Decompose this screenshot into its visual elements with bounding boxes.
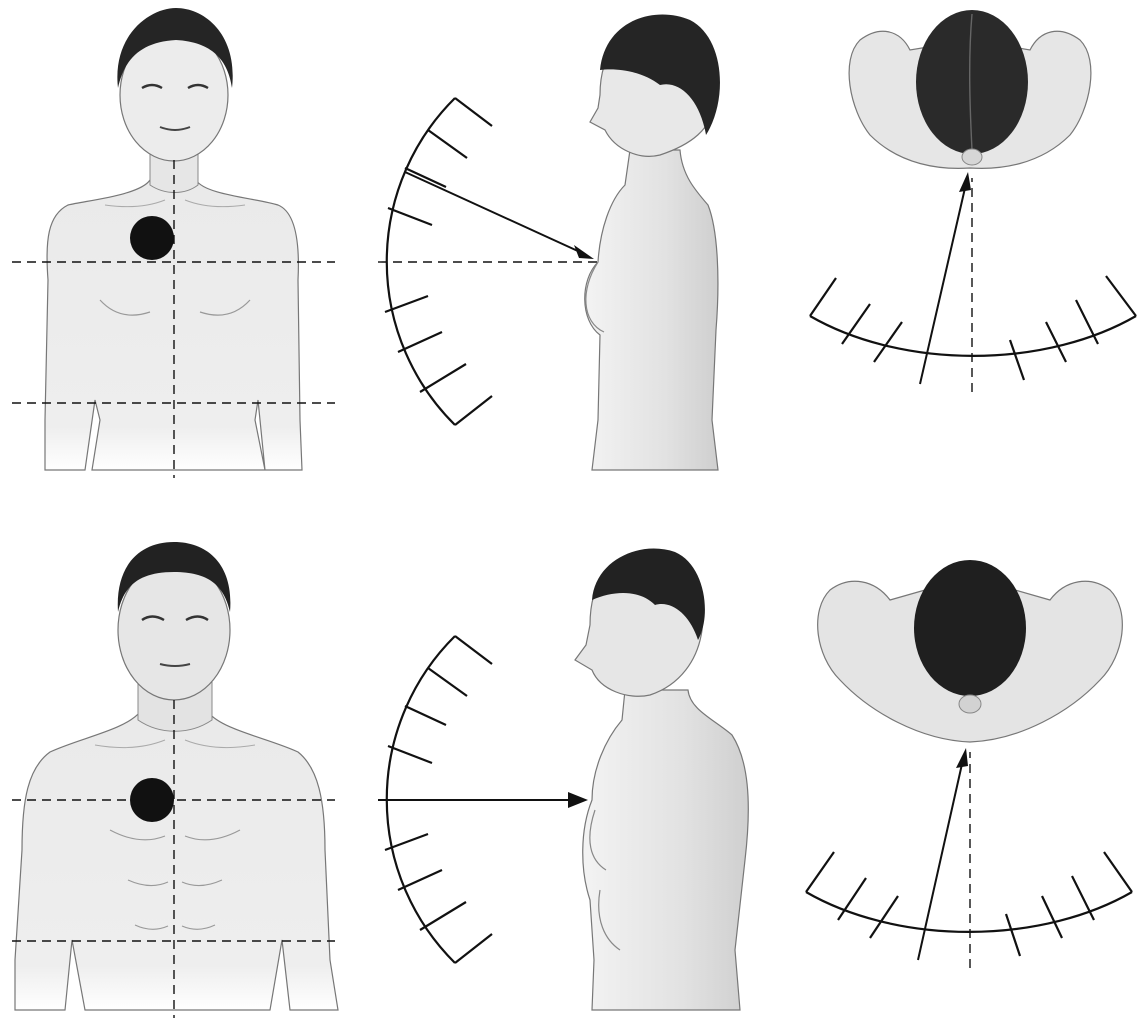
male-top-arrowhead <box>956 748 968 768</box>
protractor-tick <box>420 364 466 392</box>
female-top-arrowhead <box>959 172 971 192</box>
protractor-tick <box>806 852 834 892</box>
male-side-figure <box>575 549 748 1010</box>
male-chest-marker <box>130 778 174 822</box>
protractor-tick <box>420 902 466 930</box>
protractor-tick <box>398 332 442 352</box>
male-front-torso <box>15 712 338 1010</box>
protractor-tick <box>428 130 467 158</box>
male-side-body <box>583 690 749 1010</box>
protractor-tick <box>1104 852 1132 892</box>
protractor-tick <box>874 322 902 362</box>
male-side-arrowhead <box>568 792 588 808</box>
male-top-nose <box>959 695 981 713</box>
female-side-figure <box>585 14 720 470</box>
protractor-tick <box>398 870 442 890</box>
protractor-tick <box>870 896 898 938</box>
protractor-tick <box>810 278 836 316</box>
protractor-tick <box>455 636 492 664</box>
protractor-tick <box>1106 276 1136 316</box>
male-front-figure <box>15 542 338 1010</box>
female-side-body <box>585 150 718 470</box>
protractor-tick <box>1006 914 1020 956</box>
female-chest-marker <box>130 216 174 260</box>
protractor-tick <box>405 706 446 725</box>
protractor-tick <box>388 208 432 225</box>
male-top-head <box>914 560 1026 696</box>
protractor-tick <box>455 98 492 126</box>
male-row <box>12 542 1132 1018</box>
female-top-nose <box>962 149 982 165</box>
female-top-protractor <box>810 276 1136 380</box>
protractor-tick <box>455 396 492 425</box>
protractor-tick <box>405 168 446 187</box>
protractor-tick <box>1046 322 1066 362</box>
protractor-tick <box>1010 340 1024 380</box>
male-top-protractor <box>806 852 1132 956</box>
male-top-figure <box>818 560 1123 742</box>
female-side-arrow <box>405 172 580 252</box>
female-row <box>12 8 1136 478</box>
protractor-tick <box>1042 896 1062 938</box>
protractor-tick <box>428 668 467 696</box>
female-top-head <box>916 10 1028 154</box>
female-side-arrowhead <box>574 245 594 259</box>
protractor-tick <box>455 934 492 963</box>
female-top-figure <box>849 10 1091 168</box>
protractor-tick <box>388 746 432 763</box>
